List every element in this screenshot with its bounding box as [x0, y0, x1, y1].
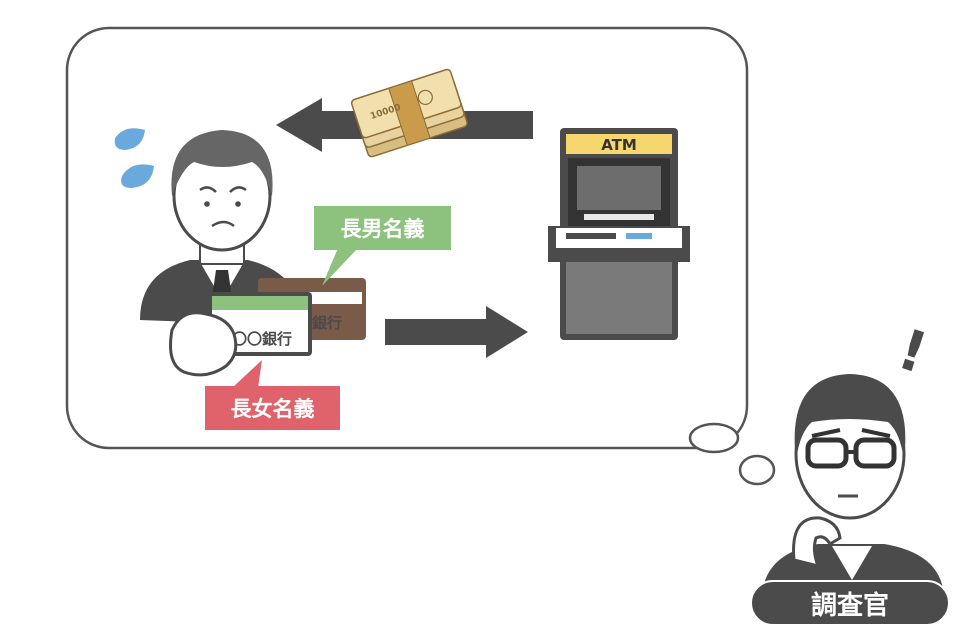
hand [169, 311, 238, 377]
label-tail-red [232, 360, 262, 388]
arrow-right [385, 306, 528, 358]
thought-bubble-dot-large [688, 422, 740, 454]
label-tail-green [322, 248, 358, 286]
eldest-son-name-label: 長男名義 [314, 206, 451, 250]
sweat-drop-icon [121, 164, 154, 188]
thought-bubble-dot-small [738, 454, 776, 486]
green-card-bank-name: 〇〇銀行 [232, 330, 292, 348]
cash-bundle-icon: 10000 [350, 68, 468, 158]
atm-sign: ATM [601, 136, 637, 154]
sweat-drop-icon [114, 128, 145, 150]
inspector-illustration: ! [762, 317, 944, 600]
eldest-daughter-name-label: 長女名義 [205, 386, 340, 430]
inspector-label: 調査官 [750, 580, 950, 626]
exclamation-mark: ! [890, 317, 934, 387]
atm-machine-icon: ATM [548, 128, 690, 340]
